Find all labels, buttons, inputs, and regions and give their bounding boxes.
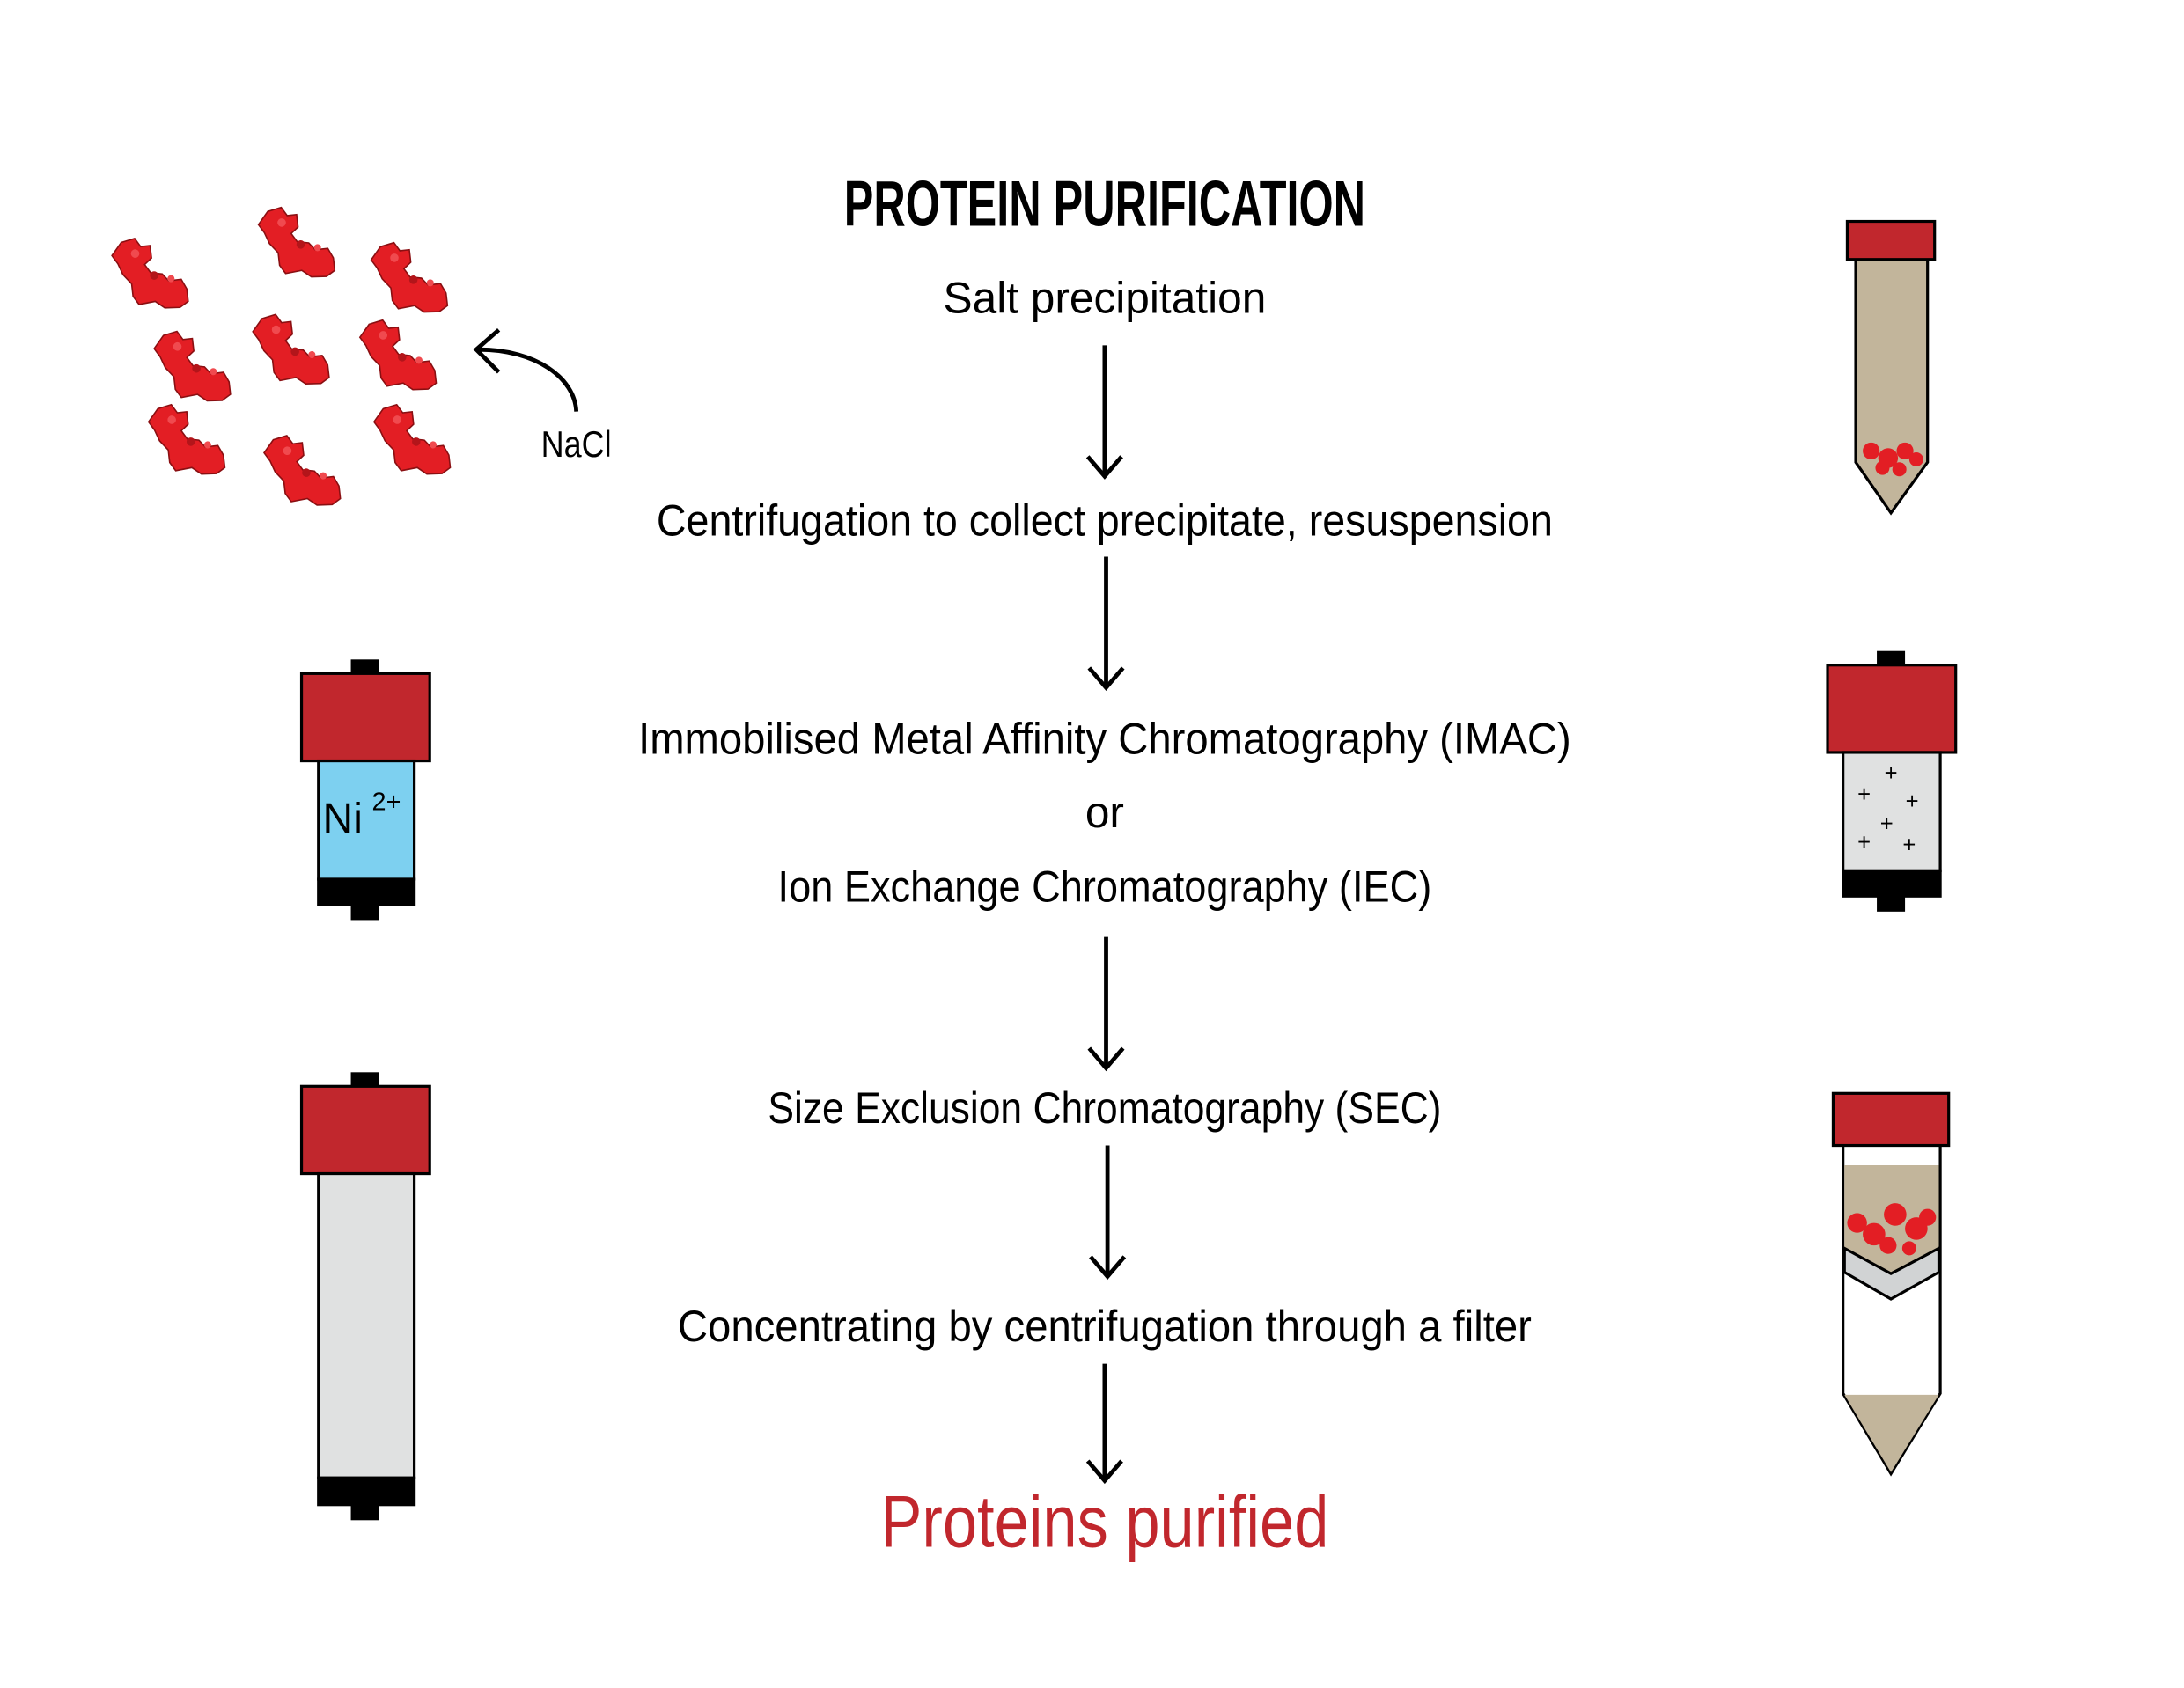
diagram-title: PROTEIN PURIFICATION (844, 166, 1365, 239)
flow-arrows (1085, 345, 1127, 1485)
protein-icon (250, 429, 356, 518)
arrow-down-icon (1089, 1145, 1127, 1281)
sec-column-icon (299, 1072, 431, 1521)
protein-icon (99, 232, 203, 321)
step-imac: Immobilised Metal Affinity Chromatograph… (638, 715, 1571, 764)
arrow-down-icon (1087, 556, 1125, 692)
protein-icon (360, 398, 466, 488)
step-iec: Ion Exchange Chromatography (IEC) (778, 862, 1432, 912)
concentrator-tube-icon (1831, 1091, 1951, 1477)
protein-molecules (99, 201, 466, 518)
arrow-down-icon (1085, 345, 1123, 480)
result-proteins-purified: Proteins purified (880, 1481, 1328, 1563)
step-concentrating: Concentrating by centrifugation through … (678, 1302, 1532, 1351)
iec-column-icon (1826, 650, 1958, 912)
arrow-down-icon (1087, 936, 1125, 1072)
nacl-label: NaCl (541, 423, 612, 465)
plus-icon: + (1880, 812, 1894, 837)
step-centrifugation: Centrifugation to collect precipitate, r… (657, 495, 1553, 545)
ion-charges: + + + + + + (1857, 761, 1918, 858)
plus-icon: + (1885, 761, 1898, 786)
step-sec: Size Exclusion Chromatography (SEC) (768, 1083, 1441, 1133)
protein-icon (245, 201, 349, 290)
protein-icon (141, 325, 246, 414)
plus-icon: + (1857, 830, 1871, 855)
step-or: or (1085, 788, 1124, 837)
plus-icon: + (1857, 782, 1871, 807)
protein-icon (135, 398, 240, 488)
nickel-charge-label: 2+ (372, 789, 401, 817)
step-salt-precipitation: Salt precipitation (944, 274, 1267, 323)
plus-icon: + (1906, 789, 1919, 814)
protein-icon (357, 236, 463, 326)
centrifuge-tube-icon (1845, 219, 1937, 516)
imac-column-icon (299, 659, 431, 921)
arrow-down-icon (1085, 1363, 1123, 1485)
protein-icon (346, 313, 452, 403)
plus-icon: + (1902, 833, 1916, 858)
protein-icon (239, 308, 344, 397)
curved-arrow-icon (473, 327, 579, 412)
nickel-label: Ni (323, 796, 363, 842)
